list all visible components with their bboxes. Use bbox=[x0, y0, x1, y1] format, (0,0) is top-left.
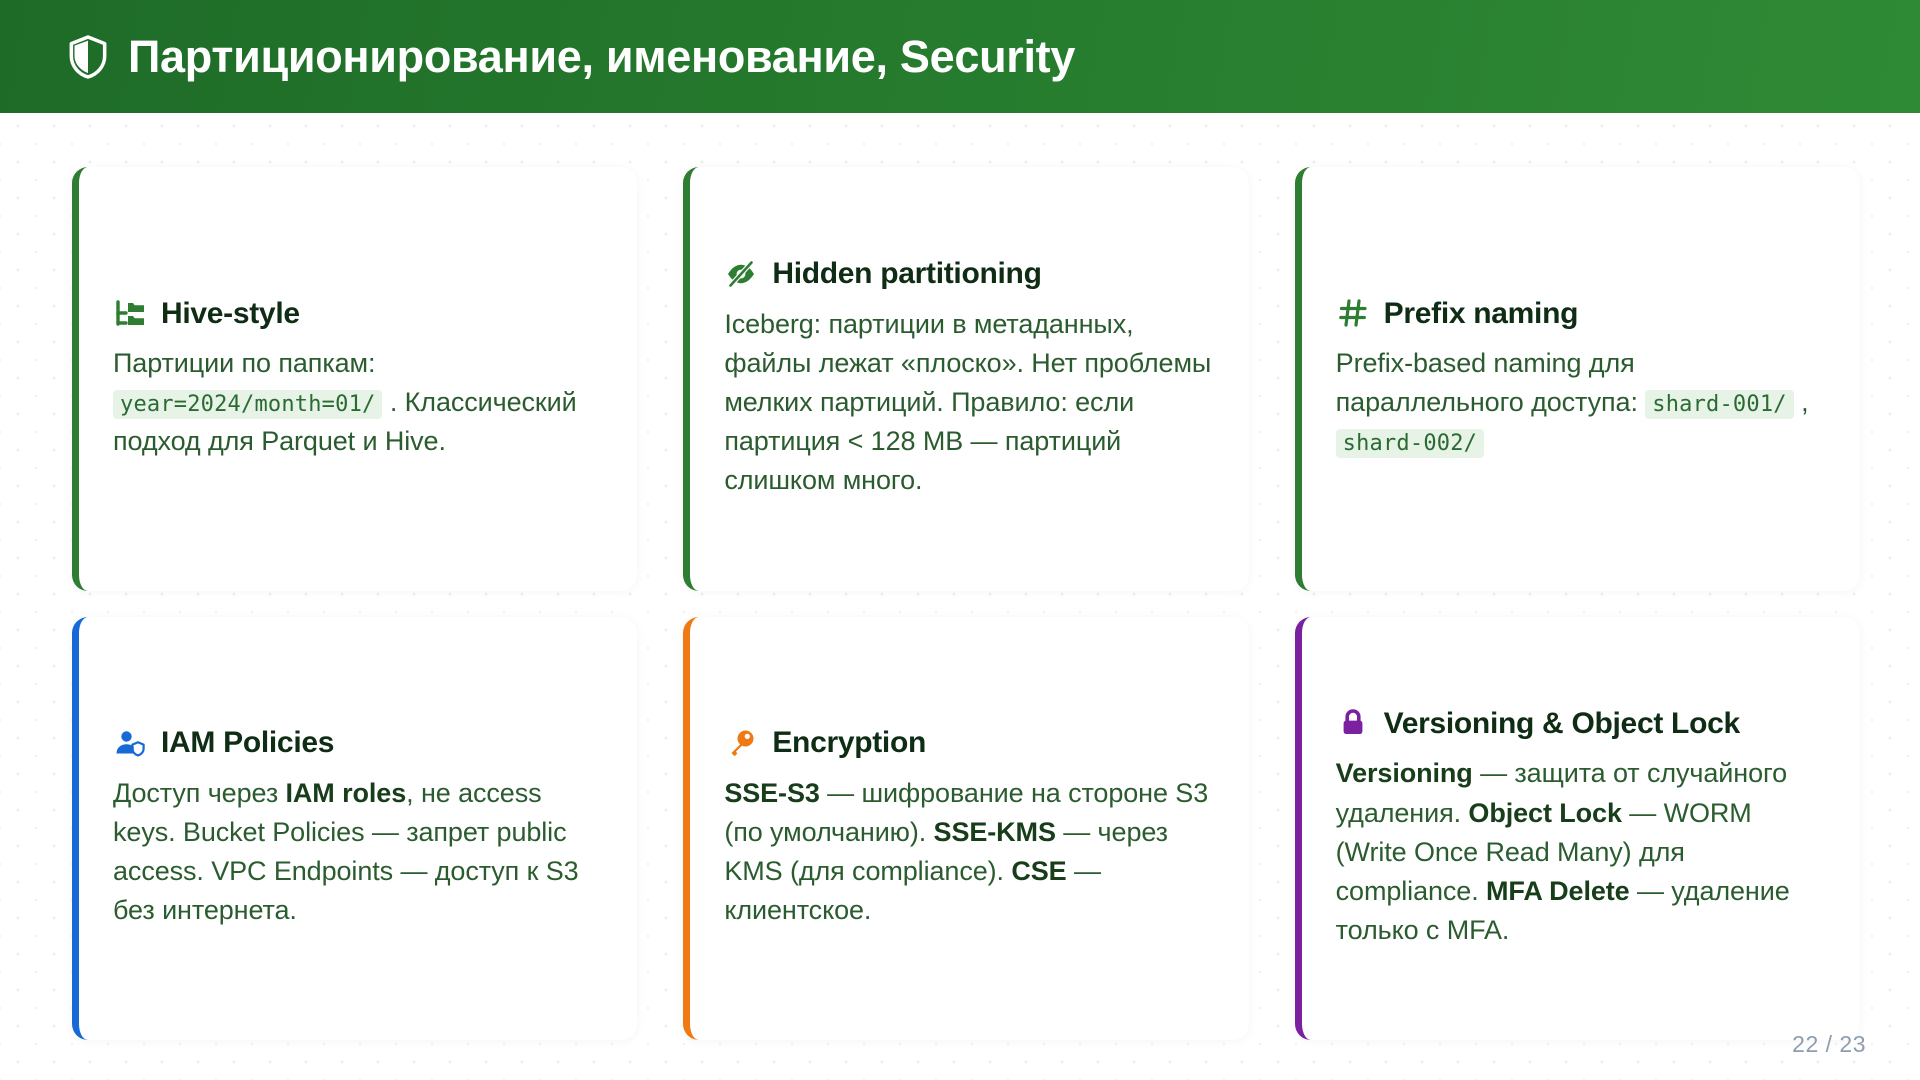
body-emphasis: SSE-S3 bbox=[724, 777, 820, 808]
body-text: Доступ через bbox=[113, 777, 286, 808]
card-title: IAM Policies bbox=[161, 726, 335, 760]
card-hive-style: Hive-style Партиции по папкам: year=2024… bbox=[72, 167, 638, 591]
body-emphasis: IAM roles bbox=[285, 777, 407, 808]
body-text: Prefix-based naming для параллельного до… bbox=[1335, 348, 1646, 418]
hash-icon bbox=[1336, 296, 1370, 330]
body-text: . Классический подход для Parquet и Hive… bbox=[113, 387, 577, 457]
card-header: IAM Policies bbox=[113, 726, 603, 760]
user-shield-icon bbox=[113, 726, 147, 760]
cards-grid: Hive-style Партиции по папкам: year=2024… bbox=[0, 113, 1920, 1080]
code-chip: shard-002/ bbox=[1335, 429, 1485, 459]
card-title: Hive-style bbox=[161, 296, 300, 330]
code-chip: year=2024/month=01/ bbox=[113, 390, 383, 420]
card-iam-policies: IAM Policies Доступ через IAM roles, не … bbox=[72, 616, 638, 1040]
card-body: Prefix-based naming для параллельного до… bbox=[1335, 344, 1826, 461]
card-header: Encryption bbox=[724, 726, 1214, 760]
body-emphasis: Versioning bbox=[1335, 758, 1473, 789]
card-header: Hidden partitioning bbox=[724, 257, 1214, 291]
body-text: , не access keys. Bucket Policies — запр… bbox=[113, 777, 579, 926]
card-prefix-naming: Prefix naming Prefix-based naming для па… bbox=[1294, 167, 1860, 591]
body-emphasis: MFA Delete bbox=[1486, 875, 1630, 906]
body-text: Iceberg: партиции в метаданных, файлы ле… bbox=[724, 308, 1212, 496]
body-text: — WORM (Write Once Read Many) для compli… bbox=[1335, 797, 1752, 906]
card-body: Доступ через IAM roles, не access keys. … bbox=[113, 774, 603, 931]
code-chip: shard-001/ bbox=[1645, 390, 1794, 420]
shield-icon bbox=[69, 34, 107, 79]
body-emphasis: CSE bbox=[1011, 856, 1067, 887]
slide-header: Партиционирование, именование, Security bbox=[0, 0, 1920, 113]
card-hidden-partitioning: Hidden partitioning Iceberg: партиции в … bbox=[683, 167, 1249, 591]
card-title: Encryption bbox=[772, 726, 927, 760]
body-text: — защита от случайного удаления. bbox=[1335, 758, 1788, 828]
card-title: Hidden partitioning bbox=[772, 257, 1042, 291]
body-emphasis: SSE-KMS bbox=[933, 817, 1056, 848]
body-emphasis: Object Lock bbox=[1468, 797, 1622, 828]
card-body: SSE-S3 — шифрование на стороне S3 (по ум… bbox=[724, 774, 1214, 931]
page-number: 22 / 23 bbox=[1792, 1031, 1866, 1057]
card-body: Versioning — защита от случайного удален… bbox=[1336, 754, 1826, 950]
body-text: Партиции по папкам: bbox=[113, 348, 376, 379]
page-title: Партиционирование, именование, Security bbox=[128, 30, 1076, 82]
key-icon bbox=[724, 726, 758, 760]
card-body: Iceberg: партиции в метаданных, файлы ле… bbox=[724, 305, 1214, 501]
card-header: Versioning & Object Lock bbox=[1336, 706, 1826, 740]
body-text: — клиентское. bbox=[724, 856, 1101, 926]
card-header: Hive-style bbox=[113, 296, 603, 330]
card-header: Prefix naming bbox=[1336, 296, 1826, 330]
card-title: Versioning & Object Lock bbox=[1383, 706, 1741, 740]
card-title: Prefix naming bbox=[1383, 296, 1579, 330]
body-text: — через KMS (для compliance). bbox=[724, 817, 1168, 887]
body-text: , bbox=[1793, 387, 1809, 418]
body-text: — шифрование на стороне S3 (по умолчанию… bbox=[724, 777, 1209, 848]
card-body: Партиции по папкам: year=2024/month=01/ … bbox=[113, 344, 603, 461]
lock-icon bbox=[1336, 706, 1370, 740]
body-text: — удаление только с MFA. bbox=[1335, 875, 1790, 945]
card-encryption: Encryption SSE-S3 — шифрование на сторон… bbox=[683, 616, 1249, 1040]
card-versioning-object-lock: Versioning & Object Lock Versioning — за… bbox=[1294, 616, 1860, 1040]
folder-tree-icon bbox=[113, 296, 147, 330]
eye-off-icon bbox=[724, 257, 758, 291]
